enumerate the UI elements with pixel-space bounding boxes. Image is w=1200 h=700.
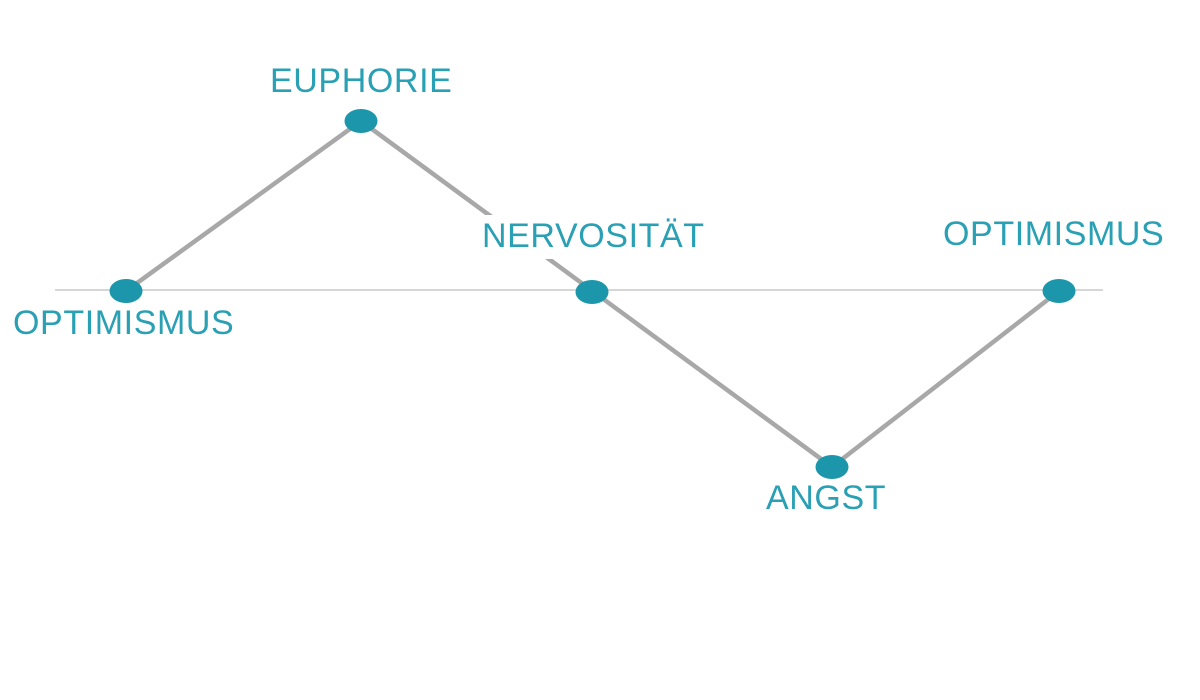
node-label-optimismus-right: OPTIMISMUS xyxy=(943,215,1165,253)
node-dot-nervositaet xyxy=(575,280,609,304)
node-dot-angst xyxy=(815,455,849,479)
node-dot-euphorie xyxy=(344,109,378,133)
node-dot-optimismus-right xyxy=(1042,279,1076,303)
node-label-optimismus-left: OPTIMISMUS xyxy=(13,304,235,342)
node-dot-optimismus-left xyxy=(109,279,143,303)
node-label-nervositaet: NERVOSITÄT xyxy=(474,215,713,259)
node-label-angst: ANGST xyxy=(766,479,887,517)
node-label-euphorie: EUPHORIE xyxy=(270,62,453,100)
